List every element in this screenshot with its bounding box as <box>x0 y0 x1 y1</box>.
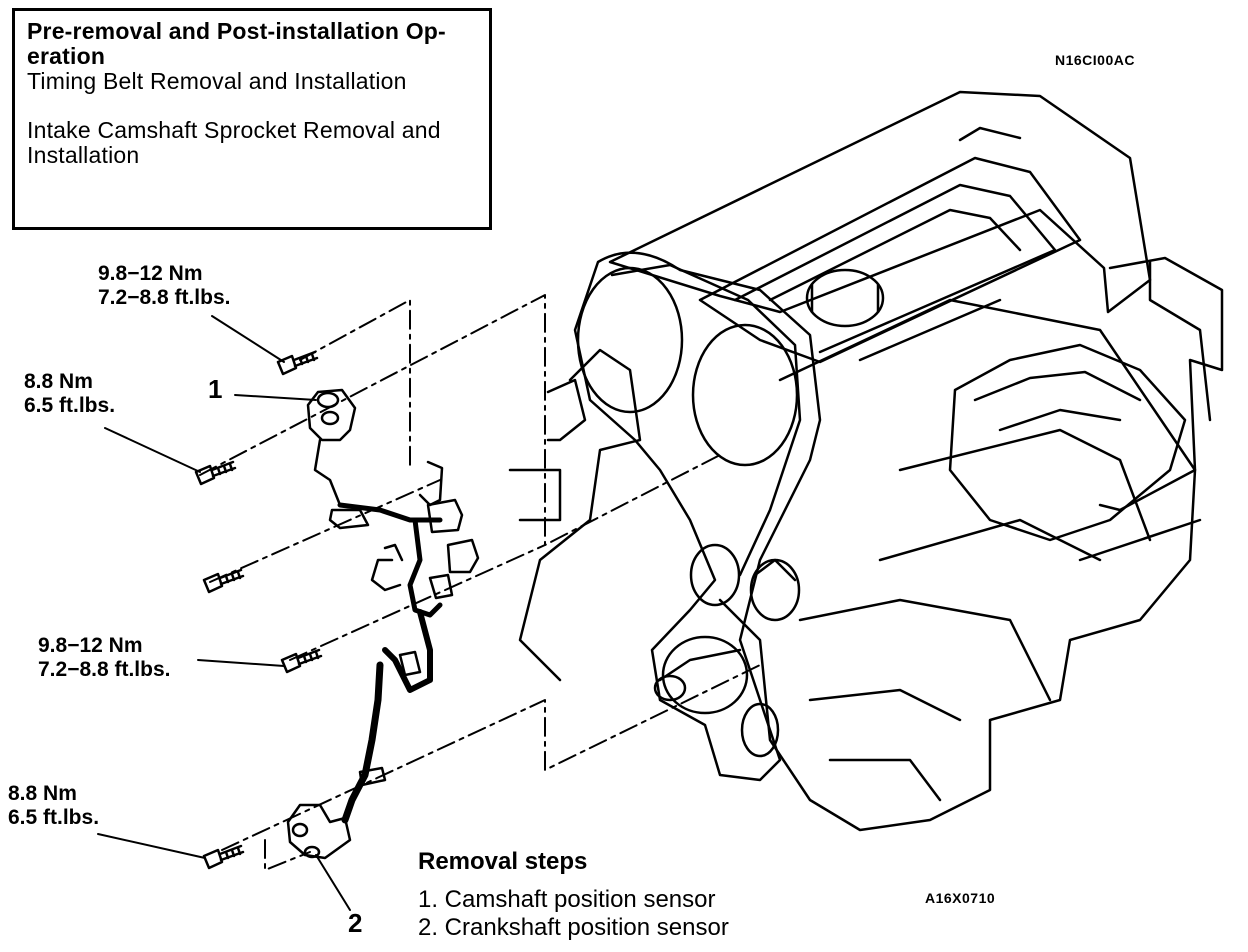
leader-lines <box>97 315 351 911</box>
header-line: Installation <box>27 142 140 168</box>
torque-ftlbs: 6.5 ft.lbs. <box>24 394 116 417</box>
torque-label: 9.8−12 Nm 7.2−8.8 ft.lbs. <box>38 634 170 682</box>
torque-ftlbs: 6.5 ft.lbs. <box>8 806 100 829</box>
removal-step-item: 2. Crankshaft position sensor <box>418 914 729 941</box>
bolts <box>194 350 323 870</box>
callout-number: 2 <box>348 908 363 938</box>
sensor-harness <box>286 388 480 860</box>
torque-nm: 9.8−12 Nm <box>98 262 203 285</box>
removal-step-item: 1. Camshaft position sensor <box>418 886 716 913</box>
engine-block <box>508 90 1224 832</box>
bolt-icon <box>280 648 323 674</box>
callout-number: 1 <box>208 374 223 404</box>
exhaust-camshaft-sprocket <box>691 323 799 467</box>
torque-label: 8.8 Nm 6.5 ft.lbs. <box>24 370 115 418</box>
bolt-icon <box>202 568 245 594</box>
bolt-icon <box>202 844 245 870</box>
header-box: Pre-removal and Post-installation Op- er… <box>12 8 492 230</box>
crankshaft-sprocket <box>661 635 749 715</box>
removal-steps: Removal steps 1. Camshaft position senso… <box>418 848 729 942</box>
torque-label: 9.8−12 Nm 7.2−8.8 ft.lbs. <box>98 262 230 310</box>
bolt-icon <box>276 350 319 376</box>
figure-code-top: N16CI00AC <box>1055 52 1135 68</box>
removal-steps-title: Removal steps <box>418 848 588 875</box>
header-line: Timing Belt Removal and Installation <box>27 68 407 94</box>
torque-nm: 8.8 Nm <box>8 782 77 805</box>
alignment-lines <box>199 294 761 871</box>
torque-ftlbs: 7.2−8.8 ft.lbs. <box>38 658 171 681</box>
torque-label: 8.8 Nm 6.5 ft.lbs. <box>8 782 99 830</box>
bolt-icon <box>194 460 237 486</box>
torque-nm: 9.8−12 Nm <box>38 634 143 657</box>
camshaft-position-sensor <box>306 388 357 442</box>
header-line: Pre-removal and Post-installation Op- <box>27 18 446 44</box>
torque-ftlbs: 7.2−8.8 ft.lbs. <box>98 286 231 309</box>
header-line: eration <box>27 43 106 69</box>
torque-nm: 8.8 Nm <box>24 370 93 393</box>
header-line: Intake Camshaft Sprocket Removal and <box>27 117 441 143</box>
figure-code-bottom: A16X0710 <box>925 890 996 906</box>
crankshaft-position-sensor <box>286 803 352 860</box>
timing-belt <box>573 251 822 782</box>
intake-camshaft-sprocket <box>576 266 684 414</box>
